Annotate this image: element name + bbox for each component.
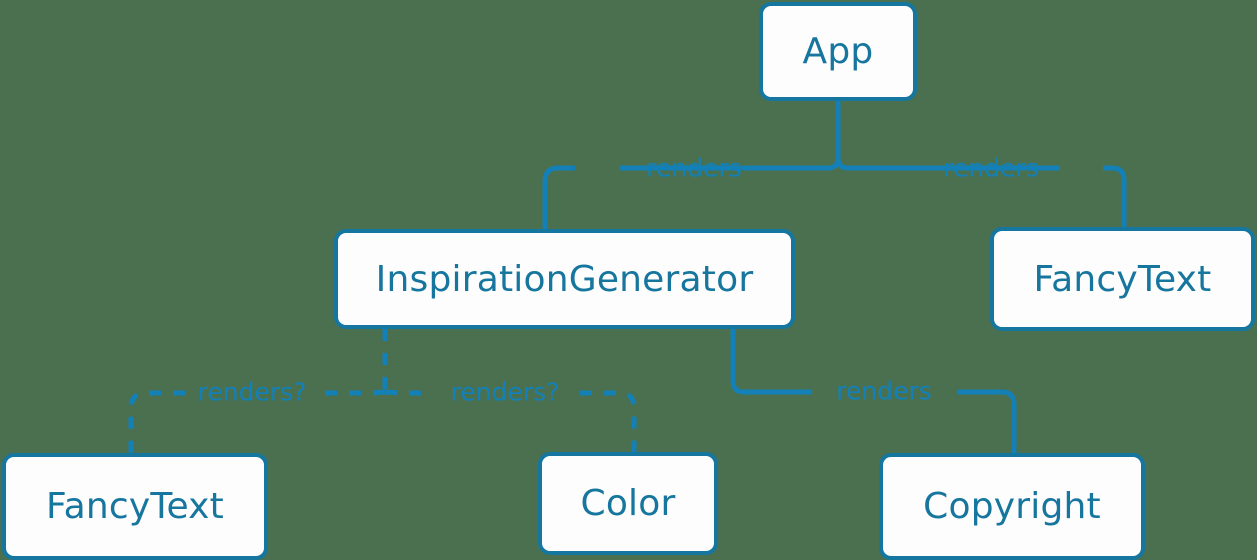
node-fancytext-right-label: FancyText xyxy=(1033,258,1212,300)
node-inspirationgenerator[interactable]: InspirationGenerator xyxy=(334,229,795,329)
edge-label-app-to-inspirationgenerator: renders xyxy=(646,153,742,183)
node-app[interactable]: App xyxy=(759,2,917,101)
edge-label-app-to-fancytext: renders xyxy=(943,153,1039,183)
node-color-label: Color xyxy=(580,483,676,524)
edge-app-to-fancytext-right xyxy=(835,157,1127,227)
edge-inspirationgenerator-to-copyright xyxy=(730,329,1017,453)
node-copyright-label: Copyright xyxy=(923,486,1101,527)
node-inspirationgenerator-label: InspirationGenerator xyxy=(375,258,754,300)
edge-label-inspirationgenerator-to-color: renders? xyxy=(450,377,560,407)
node-fancytext-right[interactable]: FancyText xyxy=(990,227,1255,331)
edge-inspirationgenerator-to-color xyxy=(384,389,637,452)
node-app-label: App xyxy=(802,31,874,72)
edge-inspirationgenerator-to-fancytext-bottom xyxy=(128,389,386,453)
edge-label-inspirationgenerator-to-copyright: renders xyxy=(836,376,932,406)
edge-label-inspirationgenerator-to-fancytext: renders? xyxy=(197,377,307,407)
node-color[interactable]: Color xyxy=(538,452,718,555)
node-fancytext-bottom-label: FancyText xyxy=(46,486,224,527)
node-copyright[interactable]: Copyright xyxy=(879,453,1145,560)
node-fancytext-bottom[interactable]: FancyText xyxy=(2,453,268,560)
